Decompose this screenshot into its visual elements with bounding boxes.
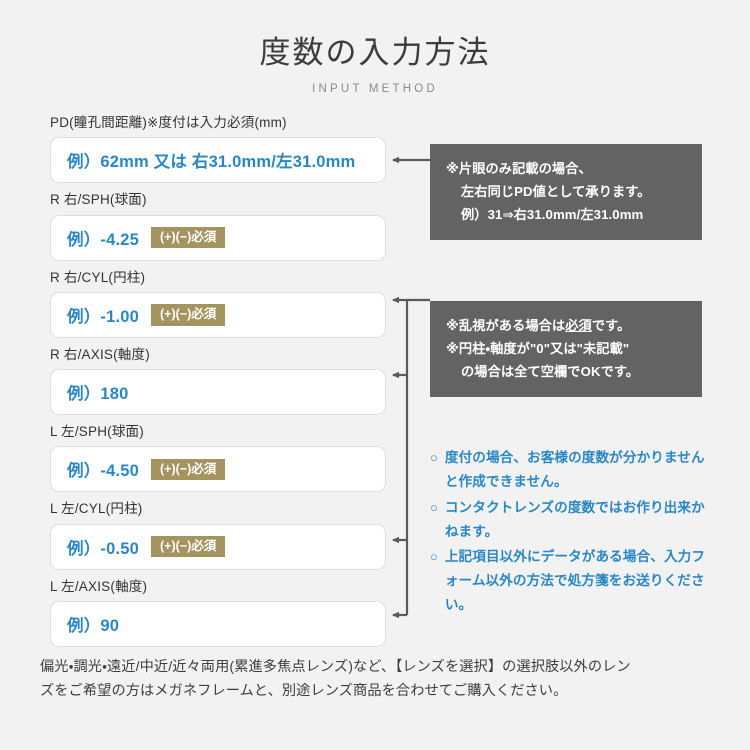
circle-bullet-icon: ○ (430, 450, 438, 466)
bullet-text-2: コンタクトレンズの度数ではお作り出来かねます。 (445, 496, 708, 544)
input-right-sph[interactable]: 例）-4.25 (+)(−)必須 (50, 214, 386, 261)
placeholder-right-axis: 例）180 (67, 385, 129, 404)
field-label-left-sph: L 左/SPH(球面) (50, 424, 144, 440)
prescription-form: PD(瞳孔間距離)※度付は入力必須(mm) 例）62mm 又は 右31.0mm/… (50, 113, 386, 654)
bullet-2-line-2: 来かねます。 (444, 499, 705, 539)
input-left-sph[interactable]: 例）-4.50 (+)(−)必須 (50, 446, 386, 493)
bullet-1-line-1: 度付の場合、お客様の度数が分かり (444, 450, 664, 466)
page-header: 度数の入力方法 INPUT METHOD (0, 0, 750, 95)
input-left-cyl[interactable]: 例）-0.50 (+)(−)必須 (50, 523, 386, 570)
input-right-cyl[interactable]: 例）-1.00 (+)(−)必須 (50, 291, 386, 338)
field-left-axis: L 左/AXIS(軸度) 例）90 (50, 577, 386, 647)
input-left-axis[interactable]: 例）90 (50, 600, 386, 647)
input-pd[interactable]: 例）62mm 又は 右31.0mm/左31.0mm (50, 137, 386, 184)
page-footer: 偏光・調光・遠近/中近/近々両用(累進多焦点レンズ)など、【レンズを選択】の選択… (40, 655, 720, 704)
required-badge-left-cyl: (+)(−)必須 (151, 536, 226, 558)
note-astig-line-2: ※円柱・軸度が"0"又は"未記載" (446, 340, 630, 356)
field-label-pd: PD(瞳孔間距離)※度付は入力必須(mm) (50, 115, 287, 131)
caution-bullet-list: ○ 度付の場合、お客様の度数が分かりませんと作成できません。 ○ コンタクトレン… (430, 446, 708, 618)
note-astig-required-underline: 必須 (565, 318, 592, 334)
note-astig-line-1-pre: ※乱視がある場合は (446, 318, 566, 334)
list-item: ○ コンタクトレンズの度数ではお作り出来かねます。 (430, 496, 708, 544)
page-subtitle: INPUT METHOD (312, 83, 438, 96)
required-badge-right-cyl: (+)(−)必須 (151, 304, 226, 326)
note-pd-line-1: ※片眼のみ記載の場合、 (446, 161, 592, 177)
field-left-cyl: L 左/CYL(円柱) 例）-0.50 (+)(−)必須 (50, 499, 386, 570)
field-label-left-axis: L 左/AXIS(軸度) (50, 578, 148, 594)
field-left-sph: L 左/SPH(球面) 例）-4.50 (+)(−)必須 (50, 422, 386, 493)
note-box-astigmatism: ※乱視がある場合は必須です。 ※円柱・軸度が"0"又は"未記載" の場合は全て空… (430, 301, 702, 398)
input-right-axis[interactable]: 例）180 (50, 369, 386, 416)
note-astig-line-1: ※乱視がある場合は必須です。 (446, 315, 688, 338)
note-astig-line-1-post: です。 (591, 318, 631, 334)
footer-line-2: ズをご希望の方はメガネフレームと、別途レンズ商品を合わせてご購入ください。 (40, 683, 568, 700)
field-right-sph: R 右/SPH(球面) 例）-4.25 (+)(−)必須 (50, 190, 386, 261)
field-label-left-cyl: L 左/CYL(円柱) (50, 501, 143, 517)
list-item: ○ 度付の場合、お客様の度数が分かりませんと作成できません。 (430, 446, 708, 494)
required-badge-left-sph: (+)(−)必須 (151, 458, 226, 481)
bullet-2-line-1: コンタクトレンズの度数ではお作り出 (444, 499, 678, 515)
bullet-3-line-2: 入力フォーム以外の方法で処方箋を (444, 548, 706, 589)
main-content: PD(瞳孔間距離)※度付は入力必須(mm) 例）62mm 又は 右31.0mm/… (0, 113, 750, 647)
bullet-3-line-1: 上記項目以外にデータがある場合、 (444, 548, 664, 564)
placeholder-left-sph: 例）-4.50 (67, 462, 140, 481)
placeholder-left-axis: 例）90 (67, 616, 120, 635)
field-label-right-cyl: R 右/CYL(円柱) (50, 269, 146, 285)
field-right-cyl: R 右/CYL(円柱) 例）-1.00 (+)(−)必須 (50, 268, 386, 338)
page-title: 度数の入力方法 (259, 35, 491, 70)
list-item: ○ 上記項目以外にデータがある場合、入力フォーム以外の方法で処方箋をお送りくださ… (430, 545, 708, 618)
placeholder-pd: 例）62mm 又は 右31.0mm/左31.0mm (67, 153, 356, 172)
note-pd-line-2: 左右同じPD値として承ります。 (461, 183, 651, 199)
field-right-axis: R 右/AXIS(軸度) 例）180 (50, 345, 386, 416)
bullet-text-1: 度付の場合、お客様の度数が分かりませんと作成できません。 (445, 446, 708, 494)
required-badge-right-sph: (+)(−)必須 (151, 227, 226, 249)
placeholder-right-cyl: 例）-1.00 (67, 307, 140, 326)
note-astig-line-3: の場合は全て空欄でOKです。 (461, 363, 640, 379)
circle-bullet-icon: ○ (430, 499, 438, 515)
field-label-right-axis: R 右/AXIS(軸度) (50, 346, 150, 362)
bullet-1-line-2: ませんと作成できません。 (444, 450, 705, 490)
note-pd-line-3: 例）31⇒右31.0mm/左31.0mm (461, 206, 644, 222)
bullet-3-line-3: お送りください。 (444, 573, 705, 613)
note-box-pd: ※片眼のみ記載の場合、 左右同じPD値として承ります。 例）31⇒右31.0mm… (430, 144, 702, 241)
field-pd: PD(瞳孔間距離)※度付は入力必須(mm) 例）62mm 又は 右31.0mm/… (50, 113, 386, 184)
field-label-right-sph: R 右/SPH(球面) (50, 192, 147, 208)
circle-bullet-icon: ○ (430, 548, 438, 564)
placeholder-right-sph: 例）-4.25 (67, 230, 140, 249)
bullet-text-3: 上記項目以外にデータがある場合、入力フォーム以外の方法で処方箋をお送りください。 (445, 545, 708, 618)
footer-line-1: 偏光・調光・遠近/中近/近々両用(累進多焦点レンズ)など、【レンズを選択】の選択… (40, 659, 631, 675)
placeholder-left-cyl: 例）-0.50 (67, 539, 140, 558)
